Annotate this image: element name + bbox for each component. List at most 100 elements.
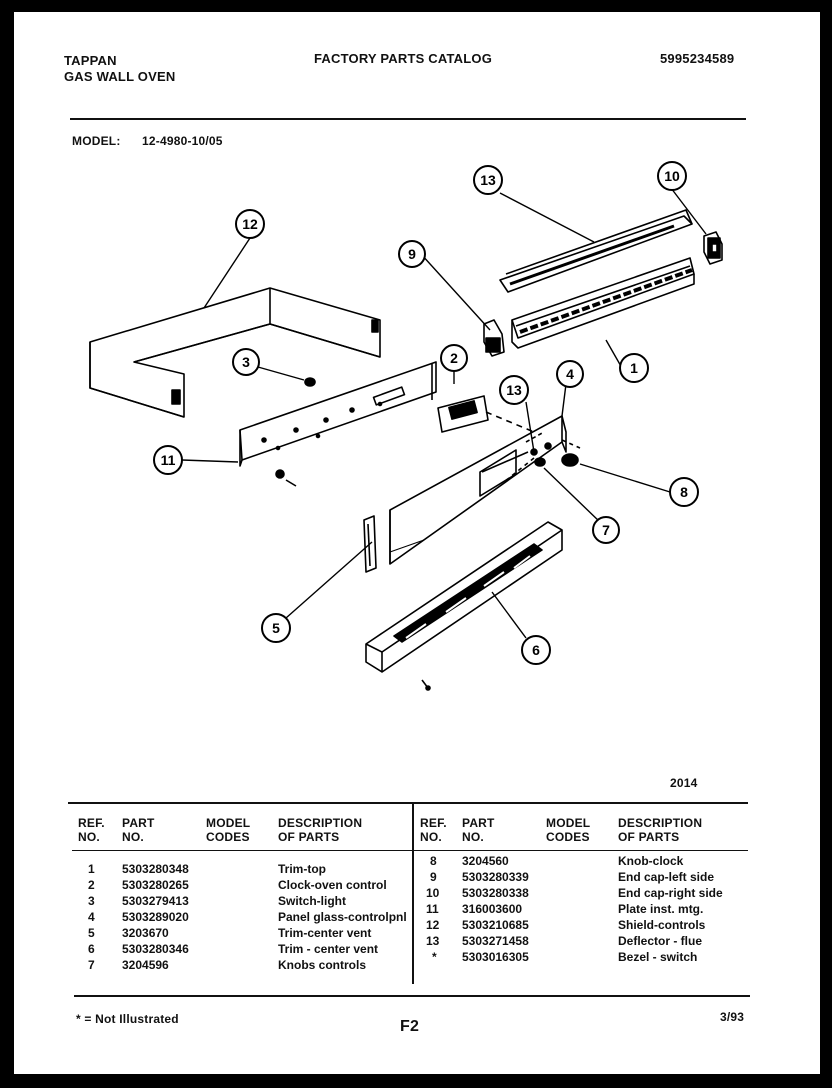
part-description: Shield-controls: [618, 918, 706, 932]
svg-text:5: 5: [272, 620, 280, 636]
part-description: Trim-center vent: [278, 926, 372, 940]
part-description: Trim - center vent: [278, 942, 379, 956]
part-number: 5303280346: [122, 942, 189, 956]
knob-clock-part: [561, 453, 579, 467]
end-cap-left-part: [483, 319, 505, 357]
part-description: Clock-oven control: [278, 878, 387, 892]
not-illustrated-note: * = Not Illustrated: [76, 1012, 179, 1026]
part-number: 5303279413: [122, 894, 189, 908]
table-bottom-rule: [74, 995, 750, 997]
model-value: 12-4980-10/05: [142, 134, 223, 148]
leader-lines: [181, 187, 707, 639]
col-header-ref: REF.NO.: [78, 816, 105, 844]
svg-text:1: 1: [630, 360, 638, 376]
callout-13-middle: 13: [499, 375, 529, 405]
svg-text:4: 4: [566, 366, 574, 382]
part-number: 5303280265: [122, 878, 189, 892]
table-row: 13 5303271458 Deflector - flue: [416, 933, 748, 949]
callout-13-top: 13: [473, 165, 503, 195]
ref-number: 12: [426, 918, 440, 932]
callout-2: 2: [440, 344, 468, 372]
shield-controls-part: [89, 287, 381, 418]
part-description: Knob-clock: [618, 854, 684, 868]
part-number: 316003600: [462, 902, 523, 916]
part-description: Panel glass-controlpnl: [278, 910, 407, 924]
callout-9: 9: [398, 240, 426, 268]
part-number: 5303280339: [462, 870, 529, 884]
table-top-rule: [68, 802, 748, 804]
exploded-parts-diagram: 12 3 11 2 9 13 10 1 4 13 8 7 5 6: [89, 161, 723, 691]
callout-1: 1: [619, 353, 649, 383]
catalog-date: 3/93: [720, 1010, 745, 1024]
ref-number: 1: [88, 862, 95, 876]
part-number: 5303280348: [122, 862, 189, 876]
svg-text:12: 12: [242, 216, 258, 232]
ref-number: *: [432, 950, 437, 964]
svg-text:8: 8: [680, 484, 688, 500]
col-header-ref-right: REF.NO.: [420, 816, 447, 844]
part-number: 5303289020: [122, 910, 189, 924]
callout-10: 10: [657, 161, 687, 191]
table-row: 1 5303280348 Trim-top: [74, 861, 410, 877]
panel-glass-part: [389, 415, 581, 565]
page-code: F2: [400, 1018, 420, 1035]
part-description: Switch-light: [278, 894, 346, 908]
svg-text:9: 9: [408, 246, 416, 262]
table-row: 12 5303210685 Shield-controls: [416, 917, 748, 933]
part-description: End cap-right side: [618, 886, 723, 900]
ref-number: 13: [426, 934, 440, 948]
ref-number: 8: [430, 854, 437, 868]
end-cap-right-part: [703, 231, 723, 265]
part-description: Bezel - switch: [618, 950, 698, 964]
figure-number: 2014: [670, 776, 698, 790]
product-name: GAS WALL OVEN: [64, 69, 176, 84]
part-number: 5303210685: [462, 918, 529, 932]
table-right-header-rule: [414, 850, 748, 851]
header-rule: [70, 118, 746, 120]
trim-top-part: [511, 257, 695, 349]
catalog-page: TAPPAN GAS WALL OVEN FACTORY PARTS CATAL…: [14, 12, 820, 1074]
callout-6: 6: [521, 635, 551, 665]
svg-text:13: 13: [480, 172, 496, 188]
svg-text:2: 2: [450, 350, 458, 366]
switch-light-part: [304, 377, 316, 387]
model-label: MODEL:: [72, 134, 121, 148]
part-description: Deflector - flue: [618, 934, 703, 948]
callout-11: 11: [153, 445, 183, 475]
svg-text:3: 3: [242, 354, 250, 370]
svg-text:10: 10: [664, 168, 680, 184]
callout-4: 4: [556, 360, 584, 388]
svg-text:6: 6: [532, 642, 540, 658]
part-number: 5303271458: [462, 934, 529, 948]
part-number: 3204596: [122, 958, 169, 972]
table-row: 6 5303280346 Trim - center vent: [74, 941, 410, 957]
brand-name: TAPPAN: [64, 53, 117, 68]
ref-number: 3: [88, 894, 95, 908]
svg-text:13: 13: [506, 382, 522, 398]
ref-number: 6: [88, 942, 95, 956]
part-number: 5303280338: [462, 886, 529, 900]
part-description: Trim-top: [278, 862, 326, 876]
callout-3: 3: [232, 348, 260, 376]
svg-text:7: 7: [602, 522, 610, 538]
catalog-title: FACTORY PARTS CATALOG: [314, 51, 493, 66]
table-divider: [412, 802, 414, 984]
table-row: 3 5303279413 Switch-light: [74, 893, 410, 909]
deflector-flue-part: [499, 209, 693, 293]
